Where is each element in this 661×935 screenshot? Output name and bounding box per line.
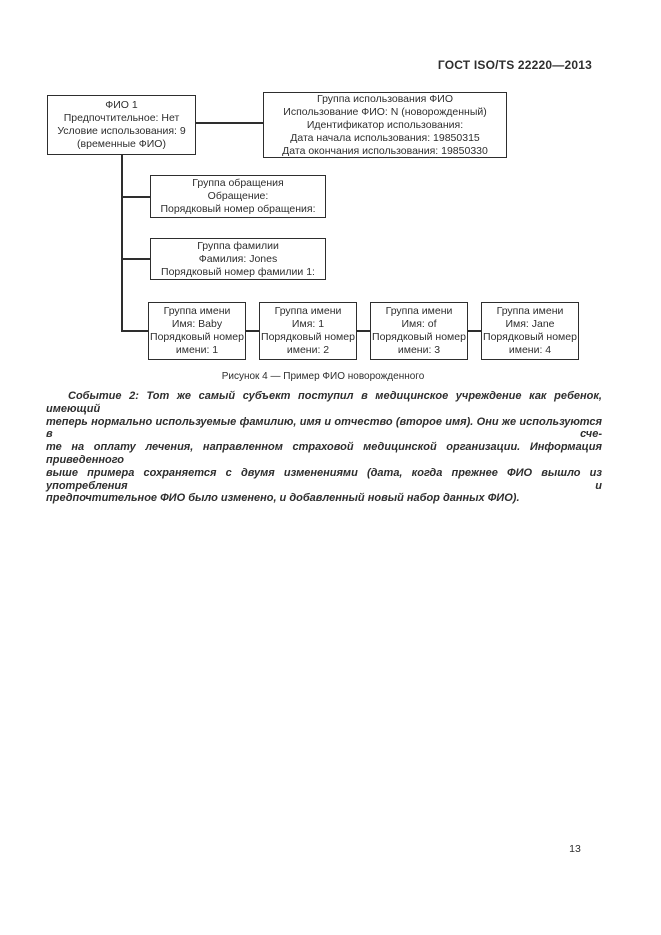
box-name-group-2-title: Группа имени — [274, 305, 342, 317]
box-name-group-4-line: Порядковый номер — [483, 331, 577, 343]
box-appeal-group-line: Обращение: — [207, 190, 269, 202]
box-name-group-1-line: Имя: Baby — [171, 318, 223, 330]
document-header: ГОСТ ISO/TS 22220—2013 — [437, 58, 592, 72]
box-usage-group-line: Идентификатор использования: — [306, 118, 464, 131]
connector-to-name-1 — [121, 330, 148, 332]
connector-name-1-2 — [246, 330, 259, 332]
page-number: 13 — [569, 843, 581, 855]
box-family-group: Группа фамилии Фамилия: Jones Порядковый… — [150, 238, 326, 280]
note-line: теперь нормально используемые фамилию, и… — [46, 415, 602, 441]
connector-name-2-3 — [357, 330, 370, 332]
box-name-group-2-line: Порядковый номер — [261, 331, 355, 343]
connector-fio-to-usage — [196, 122, 263, 124]
box-appeal-group-line: Порядковый номер обращения: — [160, 203, 316, 215]
connector-to-family — [121, 258, 150, 260]
box-name-group-1-line: имени: 1 — [175, 344, 219, 356]
connector-name-3-4 — [468, 330, 481, 332]
note-line: Событие 2: Тот же самый субъект поступил… — [46, 390, 602, 415]
box-name-group-4-line: Имя: Jane — [505, 318, 555, 330]
box-fio-1-title: ФИО 1 — [105, 99, 138, 111]
box-name-group-2: Группа имени Имя: 1 Порядковый номер име… — [259, 302, 357, 360]
connector-to-appeal — [121, 196, 150, 198]
box-usage-group-line: Дата начала использования: 19850315 — [290, 131, 480, 144]
box-name-group-3-title: Группа имени — [385, 305, 453, 317]
figure-caption: Рисунок 4 — Пример ФИО новорожденного — [221, 371, 425, 382]
box-name-group-3-line: имени: 3 — [397, 344, 441, 356]
box-usage-group-title: Группа использования ФИО — [316, 92, 453, 105]
box-name-group-4-line: имени: 4 — [508, 344, 552, 356]
box-fio-1-line: Условие использования: 9 — [57, 125, 186, 137]
connector-trunk — [121, 155, 123, 332]
note-line: выше примера сохраняется с двумя изменен… — [46, 466, 602, 492]
box-name-group-2-line: имени: 2 — [286, 344, 330, 356]
box-fio-1: ФИО 1 Предпочтительное: Нет Условие испо… — [47, 95, 196, 155]
box-name-group-4: Группа имени Имя: Jane Порядковый номер … — [481, 302, 579, 360]
note-line: предпочтительное ФИО было изменено, и до… — [46, 492, 520, 505]
box-name-group-3-line: Порядковый номер — [372, 331, 466, 343]
box-usage-group-line: Дата окончания использования: 19850330 — [282, 144, 488, 157]
box-name-group-1: Группа имени Имя: Baby Порядковый номер … — [148, 302, 246, 360]
box-family-group-title: Группа фамилии — [197, 239, 279, 252]
box-usage-group-line: Использование ФИО: N (новорожденный) — [283, 105, 487, 118]
box-fio-1-line: Предпочтительное: Нет — [63, 112, 180, 124]
box-name-group-1-line: Порядковый номер — [150, 331, 244, 343]
box-family-group-line: Порядковый номер фамилии 1: — [161, 265, 315, 278]
event-note-paragraph: Событие 2: Тот же самый субъект поступил… — [46, 390, 602, 505]
box-appeal-group-title: Группа обращения — [192, 177, 284, 189]
box-name-group-4-title: Группа имени — [496, 305, 564, 317]
box-usage-group: Группа использования ФИО Использование Ф… — [263, 92, 507, 158]
box-name-group-3: Группа имени Имя: of Порядковый номер им… — [370, 302, 468, 360]
box-family-group-line: Фамилия: Jones — [198, 252, 278, 265]
box-name-group-2-line: Имя: 1 — [291, 318, 325, 330]
box-name-group-1-title: Группа имени — [163, 305, 231, 317]
note-line: те на оплату лечения, направленном страх… — [46, 441, 602, 466]
box-appeal-group: Группа обращения Обращение: Порядковый н… — [150, 175, 326, 218]
box-name-group-3-line: Имя: of — [401, 318, 437, 330]
box-fio-1-line: (временные ФИО) — [77, 138, 166, 150]
